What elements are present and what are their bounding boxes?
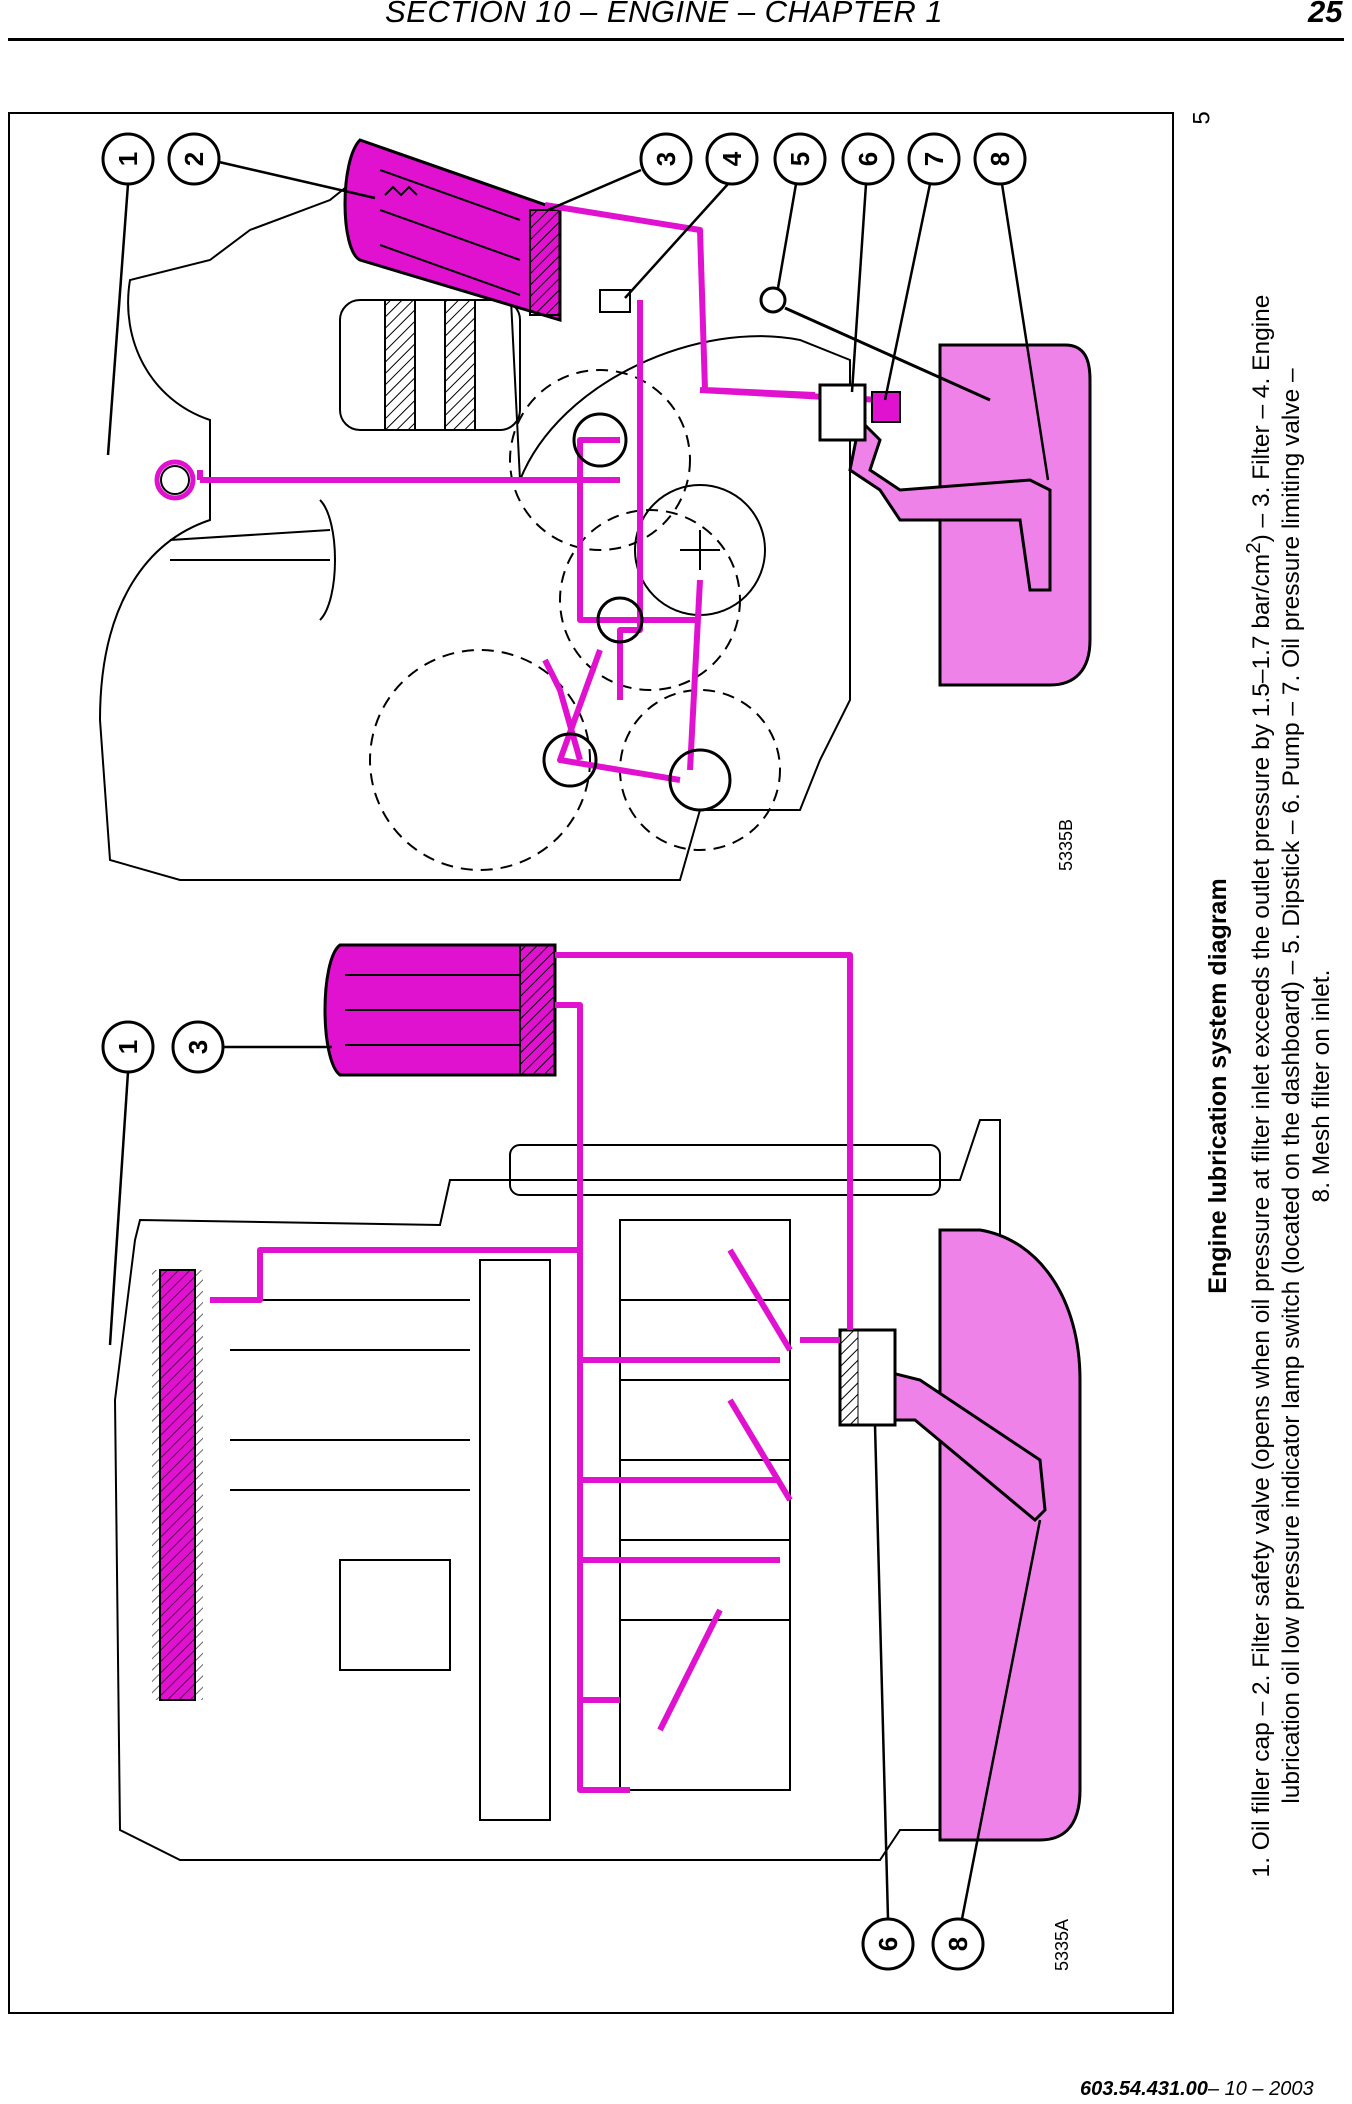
view-a-rocker-shaft (152, 1269, 203, 1701)
view-a-code: 5335A (1052, 1919, 1072, 1971)
svg-text:3: 3 (651, 152, 681, 166)
svg-text:6: 6 (853, 152, 883, 166)
view-b-callouts: 1 2 3 4 5 6 7 8 (101, 132, 1050, 481)
view-b-dipstick (759, 286, 991, 402)
svg-text:6: 6 (873, 1937, 903, 1951)
callout-b-1: 1 (101, 132, 155, 456)
callout-a-6: 6 (861, 1424, 915, 1971)
callout-a-3: 3 (171, 1020, 332, 1074)
view-b-pressure-valve (871, 391, 901, 423)
view-b-engine-section (98, 158, 851, 881)
view-b-pressure-switch (599, 289, 631, 313)
svg-text:1: 1 (113, 152, 143, 166)
view-a-oil-filter (323, 943, 557, 1077)
figure-caption: Engine lubrication system diagram 1. Oil… (1203, 106, 1337, 2066)
doc-date: – 10 – 2003 (1207, 2078, 1314, 2100)
svg-text:8: 8 (985, 152, 1015, 166)
callout-b-8: 8 (973, 132, 1050, 481)
figure-frame (8, 112, 1174, 2014)
caption-title: Engine lubrication system diagram (1204, 878, 1232, 1294)
view-b-oil-galleries (154, 412, 732, 812)
view-b-oil-pump (818, 383, 867, 442)
svg-text:8: 8 (943, 1937, 973, 1951)
callout-b-2: 2 (167, 132, 376, 200)
view-a-callouts: 1 3 6 8 (101, 1020, 1042, 1971)
svg-text:5: 5 (785, 152, 815, 166)
section-title: SECTION 10 – ENGINE – CHAPTER 1 (385, 0, 944, 29)
svg-text:3: 3 (183, 1040, 213, 1054)
callout-b-3: 3 (547, 132, 693, 212)
svg-text:2: 2 (179, 152, 209, 166)
view-b-pickup-tube (848, 416, 1052, 592)
callout-b-6: 6 (841, 132, 895, 393)
view-a-oil-sump (938, 1228, 1082, 1842)
view-b-oil-filter (343, 138, 562, 323)
view-a-engine-section (113, 1119, 1001, 1861)
caption-line-2: lubrication oil low pressure indicator l… (1278, 368, 1306, 1804)
callout-b-5: 5 (773, 132, 827, 289)
callout-a-1: 1 (101, 1020, 155, 1346)
view-a-oil-circuit (210, 952, 853, 1793)
view-b-code: 5335B (1056, 819, 1076, 871)
callout-b-7: 7 (883, 132, 961, 401)
svg-text:7: 7 (919, 152, 949, 166)
callout-b-4: 4 (624, 132, 759, 299)
caption-line-1: 1. Oil filler cap – 2. Filter safety val… (1243, 294, 1276, 1878)
page-number: 25 (1308, 0, 1343, 29)
caption-line-3: 8. Mesh filter on inlet. (1308, 969, 1336, 1203)
callout-a-8: 8 (931, 1519, 1042, 1971)
svg-text:1: 1 (113, 1040, 143, 1054)
footer-doc-ref: 603.54.431.00– 10 – 2003 (1080, 2078, 1314, 2101)
header-rule (8, 38, 1344, 41)
svg-text:4: 4 (717, 151, 747, 166)
doc-number: 603.54.431.00 (1080, 2078, 1208, 2100)
